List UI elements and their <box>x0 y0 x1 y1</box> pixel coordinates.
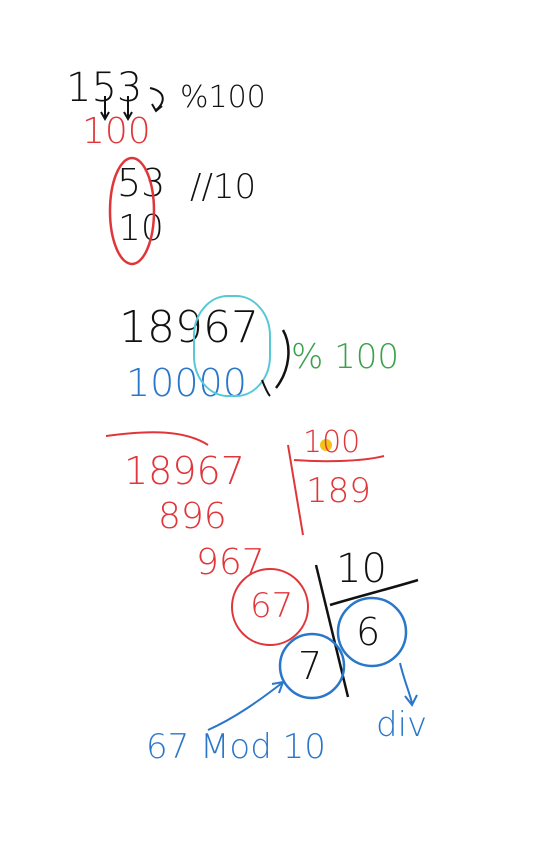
label-mod: 67 Mod 10 <box>146 727 326 767</box>
long-div-divisor: 100 <box>303 425 360 460</box>
div10-divisor: 10 <box>336 546 387 592</box>
div10-quotient: 6 <box>356 610 380 654</box>
ex2-mod-op: % 100 <box>291 337 399 377</box>
ex1-divisor: 10 <box>118 208 164 249</box>
ex2-highlight-box <box>193 295 271 397</box>
ex2-number: 18967 <box>119 302 259 353</box>
long-div-quotient: 189 <box>306 471 371 511</box>
long-div-vertical <box>287 444 304 536</box>
long-div-step1: 896 <box>158 496 227 537</box>
arrow-down-icon <box>100 96 110 122</box>
div10-horizontal <box>329 578 419 607</box>
long-div-dividend: 18967 <box>124 449 245 493</box>
ex2-small-mark <box>261 379 271 397</box>
div10-remainder: 7 <box>298 644 322 688</box>
arrow-from-quotient-icon <box>399 662 418 707</box>
long-div-horizontal <box>293 455 385 463</box>
long-div-top-line <box>105 431 209 446</box>
arrow-curve-icon <box>149 87 164 113</box>
label-div: div <box>376 705 427 745</box>
ex2-divisor-blue: 10000 <box>126 361 247 405</box>
ex1-remainder: 53 <box>117 161 165 205</box>
ex1-divisor-red: 100 <box>82 111 151 152</box>
arrow-to-remainder-icon <box>207 680 285 731</box>
quotient-circle <box>336 596 408 668</box>
arrow-down-icon <box>123 96 133 122</box>
ex1-mod-op: %100 <box>180 80 266 115</box>
yellow-dot <box>320 439 332 451</box>
long-div-remainder: 67 <box>250 586 293 626</box>
ex2-paren <box>275 329 290 389</box>
long-div-step2: 967 <box>196 542 265 583</box>
remainder7-circle <box>278 632 346 700</box>
ex1-highlight-circle <box>108 156 156 266</box>
ex1-div-op: //10 <box>190 167 256 207</box>
remainder-circle <box>231 568 309 646</box>
